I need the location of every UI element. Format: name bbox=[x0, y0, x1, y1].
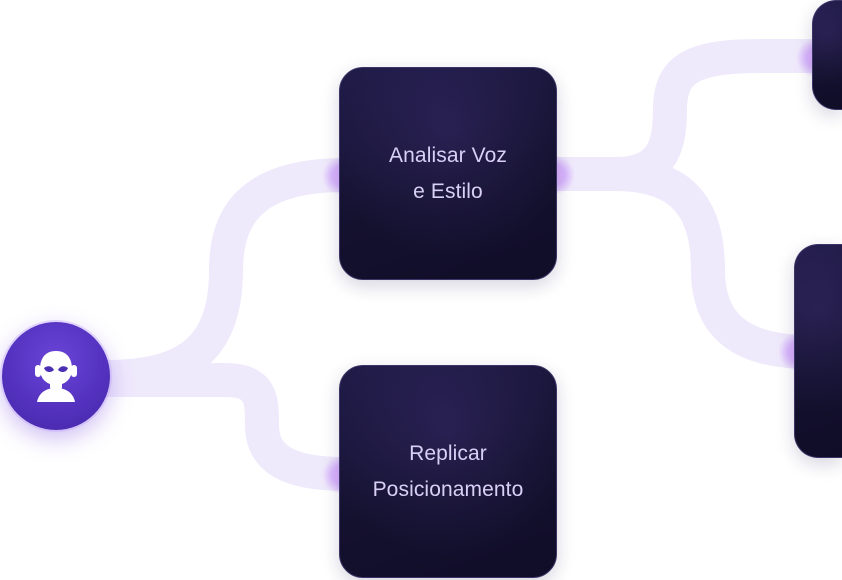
connector-analyze-to-top bbox=[535, 39, 842, 191]
output-card-top[interactable] bbox=[812, 0, 842, 110]
analyze-voice-label: Analisar Voz e Estilo bbox=[389, 138, 507, 210]
replicate-label-line1: Replicar bbox=[409, 441, 487, 465]
connector-agent-to-analyze bbox=[87, 158, 362, 394]
replicate-label-line2: Posicionamento bbox=[372, 477, 524, 501]
robot-head-icon bbox=[31, 348, 81, 404]
analyze-voice-card[interactable]: Analisar Voz e Estilo bbox=[339, 67, 557, 280]
replicate-positioning-label: Replicar Posicionamento bbox=[373, 436, 524, 508]
connector-agent-to-replicate bbox=[87, 363, 362, 491]
analyze-label-line2: e Estilo bbox=[413, 179, 483, 203]
connector-analyze-to-bottom bbox=[535, 157, 827, 369]
agent-node[interactable] bbox=[2, 322, 110, 430]
replicate-positioning-card[interactable]: Replicar Posicionamento bbox=[339, 365, 557, 578]
analyze-label-line1: Analisar Voz bbox=[389, 143, 507, 167]
output-card-bottom[interactable] bbox=[794, 244, 842, 458]
